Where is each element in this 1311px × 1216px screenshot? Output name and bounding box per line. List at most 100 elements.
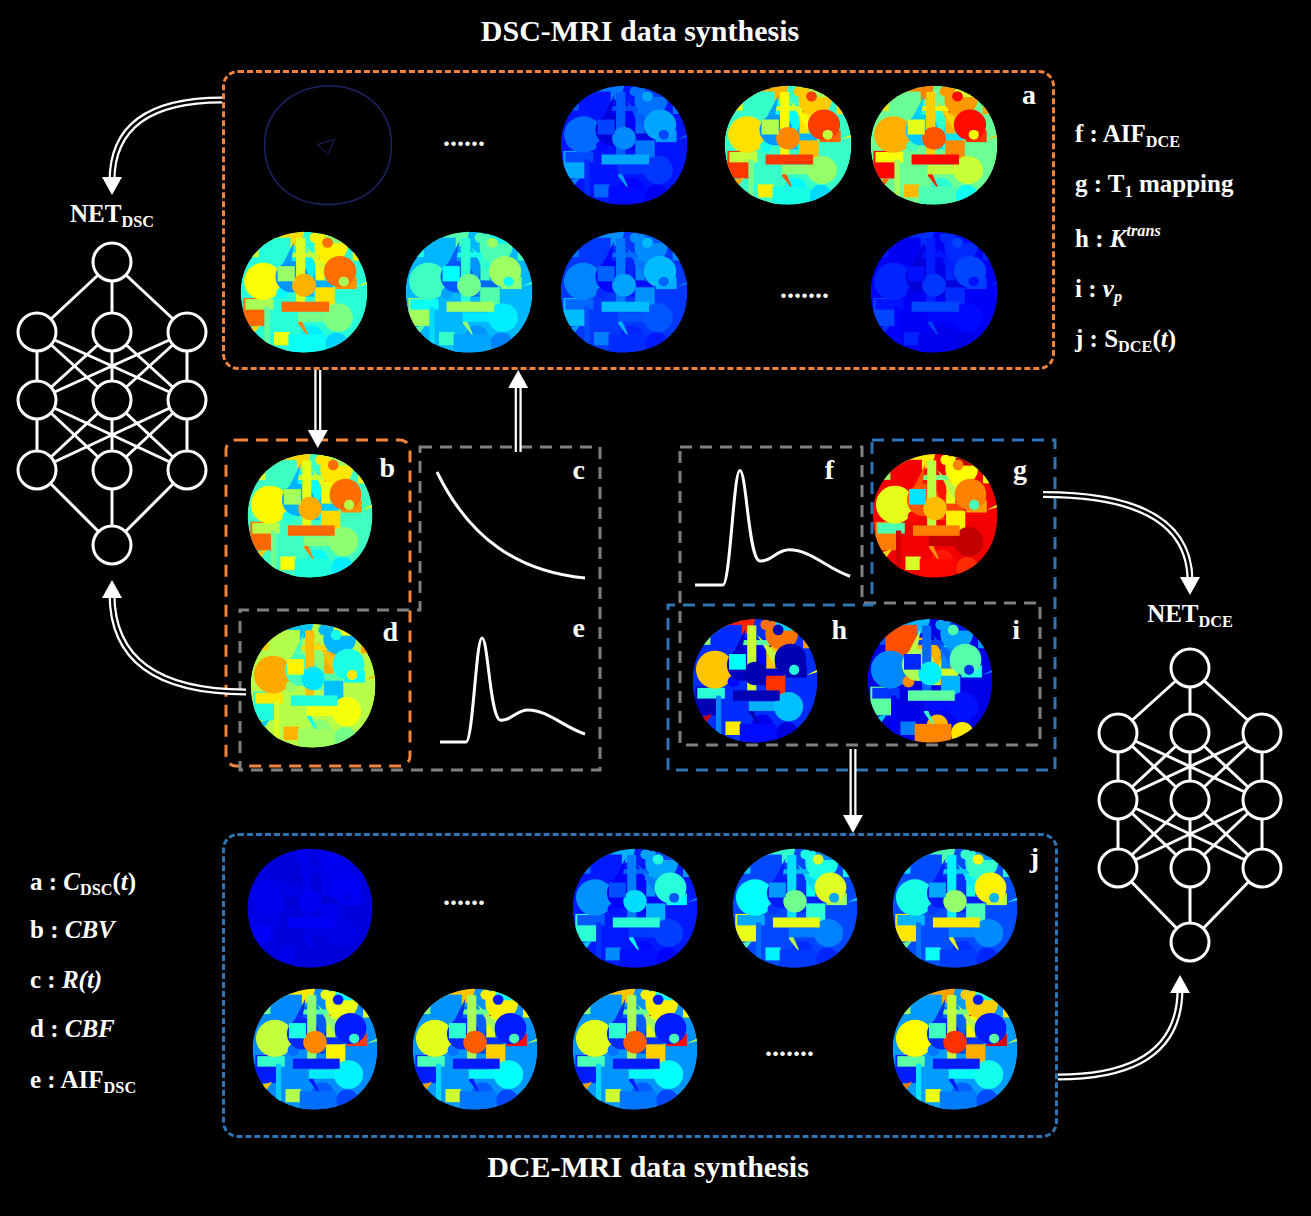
phantom-circle: [669, 893, 679, 903]
phantom-rect: [780, 92, 789, 161]
phantom-rect: [683, 843, 697, 877]
phantom-rect: [616, 92, 625, 161]
network-neuron: [1243, 714, 1281, 752]
phantom-triangle: [689, 1078, 703, 1092]
arrow-core: [317, 370, 320, 434]
brain-clip: [241, 831, 387, 979]
phantom-circle: [940, 86, 951, 96]
phantom-rect: [271, 923, 276, 961]
phantom-rect: [843, 843, 857, 877]
arrow-shaft: [1043, 495, 1190, 581]
phantom-circle: [642, 237, 653, 247]
phantom-rect: [429, 307, 434, 345]
brain-map: [241, 435, 387, 589]
phantom-circle: [493, 994, 504, 1004]
arrow-head: [102, 177, 122, 195]
phantom-rect: [978, 613, 992, 648]
phantom-rect: [467, 995, 476, 1065]
phantom-rect: [449, 1023, 466, 1038]
italic-run: K: [1110, 225, 1127, 252]
phantom-triangle: [987, 503, 1013, 510]
phantom-circle: [347, 670, 357, 680]
phantom-rect: [605, 947, 620, 960]
phantom-rect: [758, 184, 774, 197]
phantom-circle: [623, 890, 646, 913]
phantom-rect: [740, 724, 777, 754]
panel-letter: d: [382, 616, 398, 648]
panel-box: a.............: [222, 70, 1055, 370]
phantom-rect: [725, 721, 740, 735]
map-panel: h: [688, 614, 853, 749]
arrow-head: [308, 430, 328, 448]
brain-outline: [265, 86, 392, 205]
network-label: NETDCE: [1090, 600, 1290, 632]
network-graphic: [18, 243, 206, 564]
phantom-rect: [913, 837, 922, 852]
phantom-rect: [940, 950, 977, 979]
phantom-triangle: [529, 1078, 543, 1092]
brain-map: [726, 831, 872, 979]
phantom-circle: [943, 1031, 966, 1054]
phantom-triangle: [984, 710, 998, 724]
phantom-rect: [627, 995, 636, 1065]
brain-map: [234, 214, 382, 364]
brain-clip: [554, 68, 702, 216]
phantom-circle: [336, 1089, 358, 1111]
phantom-circle: [686, 732, 707, 753]
phantom-circle: [956, 557, 978, 579]
ellipsis: ......: [443, 880, 485, 912]
phantom-triangle: [249, 719, 271, 730]
phantom-rect: [439, 332, 455, 345]
phantom-triangle: [840, 133, 866, 140]
double-arrow: [102, 580, 246, 692]
arrow-core: [112, 594, 246, 692]
italic-run: C: [63, 868, 80, 895]
network-neuron: [18, 451, 56, 489]
phantom-circle: [760, 620, 771, 631]
phantom-rect: [940, 1091, 977, 1121]
phantom-rect: [916, 923, 921, 961]
double-arrow: [508, 370, 528, 452]
brain-clip: [554, 214, 702, 364]
phantom-rect: [261, 220, 270, 235]
phantom-circle: [973, 854, 984, 864]
phantom-rect: [983, 226, 997, 260]
phantom-rect: [280, 556, 295, 570]
phantom-circle: [659, 130, 669, 140]
phantom-circle: [954, 110, 986, 141]
phantom-circle: [640, 989, 651, 999]
phantom-rect: [927, 460, 936, 532]
neural-network: NETDCE: [1090, 595, 1290, 975]
arrow-shaft: [1058, 989, 1180, 1077]
phantom-circle: [644, 110, 676, 141]
panel-letter: c: [573, 454, 585, 486]
phantom-triangle: [527, 1037, 553, 1044]
phantom-circle: [644, 256, 676, 287]
brain-map: [864, 68, 1012, 216]
phantom-circle: [642, 91, 653, 101]
phantom-rect: [904, 184, 920, 197]
phantom-rect: [933, 1059, 980, 1069]
group-outline: [668, 440, 1055, 770]
phantom-triangle: [989, 173, 1003, 187]
phantom-triangle: [723, 177, 745, 188]
arrow-head: [1180, 577, 1200, 595]
phantom-rect: [358, 448, 372, 483]
phantom-rect: [913, 525, 960, 535]
brain-outline: [317, 140, 334, 155]
phantom-circle: [775, 644, 807, 676]
network-neuron: [1171, 781, 1209, 819]
phantom-circle: [794, 86, 805, 96]
phantom-rect: [620, 1091, 657, 1121]
phantom-rect: [908, 120, 925, 135]
phantom-rect: [929, 883, 946, 898]
phantom-rect: [433, 977, 442, 992]
phantom-circle: [315, 849, 326, 859]
brain-clip: [886, 831, 1032, 979]
phantom-rect: [909, 489, 926, 505]
phantom-rect: [983, 80, 997, 114]
network-neuron: [93, 313, 131, 351]
phantom-circle: [496, 1089, 518, 1111]
phantom-rect: [904, 654, 921, 670]
arrow-core: [1058, 989, 1180, 1077]
